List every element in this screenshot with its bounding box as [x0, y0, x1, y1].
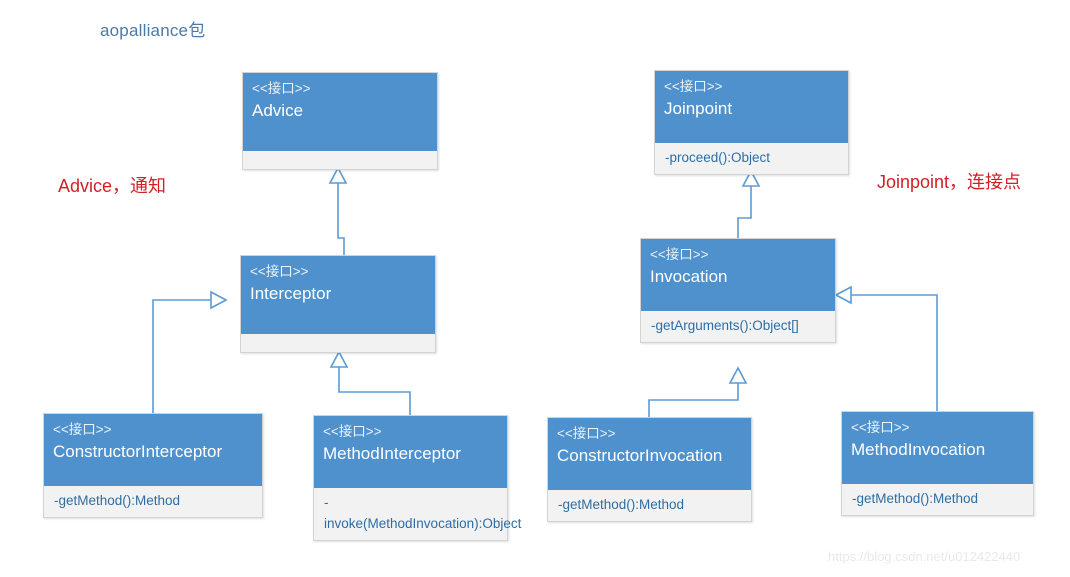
uml-name-interceptor: Interceptor: [250, 284, 332, 303]
uml-member: -invoke(MethodInvocation):Object: [324, 495, 522, 531]
uml-body-method-invocation: -getMethod():Method: [842, 484, 1033, 515]
uml-name-method-interceptor: MethodInterceptor: [323, 444, 461, 463]
uml-class-invocation[interactable]: <<接口>> Invocation -getArguments():Object…: [640, 238, 836, 343]
uml-stereotype-invocation: <<接口>>: [650, 247, 709, 262]
uml-body-constructor-invocation: -getMethod():Method: [548, 490, 751, 521]
uml-body-invocation: -getArguments():Object[]: [641, 311, 835, 342]
uml-class-joinpoint[interactable]: <<接口>> Joinpoint -proceed():Object: [654, 70, 849, 175]
diagram-title: aopalliance包: [100, 21, 206, 40]
uml-name-constructor-invocation: ConstructorInvocation: [557, 446, 723, 465]
uml-header-interceptor: <<接口>> Interceptor: [241, 256, 435, 334]
uml-class-constructor-interceptor[interactable]: <<接口>> ConstructorInterceptor -getMethod…: [43, 413, 263, 518]
uml-stereotype-method-interceptor: <<接口>>: [323, 424, 382, 439]
relation-invocation-to-joinpoint: [737, 169, 761, 238]
uml-member: -getMethod():Method: [558, 497, 685, 512]
uml-header-method-invocation: <<接口>> MethodInvocation: [842, 412, 1033, 484]
uml-member: -getMethod():Method: [54, 493, 181, 508]
uml-body-constructor-interceptor: -getMethod():Method: [44, 486, 262, 517]
uml-class-method-invocation[interactable]: <<接口>> MethodInvocation -getMethod():Met…: [841, 411, 1034, 516]
annotation-joinpoint: Joinpoint，连接点: [877, 172, 1022, 192]
uml-name-constructor-interceptor: ConstructorInterceptor: [53, 442, 223, 461]
uml-name-method-invocation: MethodInvocation: [851, 440, 986, 459]
uml-body-joinpoint: -proceed():Object: [655, 143, 848, 174]
uml-stereotype-joinpoint: <<接口>>: [664, 79, 723, 94]
uml-name-invocation: Invocation: [650, 267, 728, 286]
uml-class-interceptor[interactable]: <<接口>> Interceptor: [240, 255, 436, 353]
uml-header-constructor-interceptor: <<接口>> ConstructorInterceptor: [44, 414, 262, 486]
uml-header-advice: <<接口>> Advice: [243, 73, 437, 151]
relation-interceptor-to-advice: [328, 166, 348, 255]
uml-stereotype-constructor-interceptor: <<接口>>: [53, 422, 112, 437]
relation-constructor-interceptor-to-interceptor: [152, 290, 228, 413]
uml-header-constructor-invocation: <<接口>> ConstructorInvocation: [548, 418, 751, 490]
uml-name-joinpoint: Joinpoint: [664, 99, 733, 118]
uml-header-method-interceptor: <<接口>> MethodInterceptor: [314, 416, 507, 488]
relation-constructor-invocation-to-invocation: [648, 366, 748, 417]
relation-method-invocation-to-invocation: [834, 285, 938, 411]
uml-member: -proceed():Object: [665, 150, 771, 165]
uml-stereotype-constructor-invocation: <<接口>>: [557, 426, 616, 441]
uml-class-advice[interactable]: <<接口>> Advice: [242, 72, 438, 170]
uml-stereotype-method-invocation: <<接口>>: [851, 420, 910, 435]
uml-class-method-interceptor[interactable]: <<接口>> MethodInterceptor -invoke(MethodI…: [313, 415, 522, 541]
annotation-advice: Advice，通知: [58, 176, 167, 196]
uml-body-method-interceptor: -invoke(MethodInvocation):Object: [314, 488, 522, 540]
uml-stereotype-interceptor: <<接口>>: [250, 264, 309, 279]
uml-member: -getMethod():Method: [852, 491, 979, 506]
relation-method-interceptor-to-interceptor: [329, 350, 411, 415]
uml-stereotype-advice: <<接口>>: [252, 81, 311, 96]
uml-body-interceptor: [241, 334, 435, 352]
uml-name-advice: Advice: [252, 101, 304, 120]
uml-header-joinpoint: <<接口>> Joinpoint: [655, 71, 848, 143]
uml-class-constructor-invocation[interactable]: <<接口>> ConstructorInvocation -getMethod(…: [547, 417, 752, 522]
uml-member: -getArguments():Object[]: [651, 318, 799, 333]
uml-body-advice: [243, 151, 437, 169]
uml-header-invocation: <<接口>> Invocation: [641, 239, 835, 311]
watermark: https://blog.csdn.net/u012422440: [828, 549, 1021, 564]
